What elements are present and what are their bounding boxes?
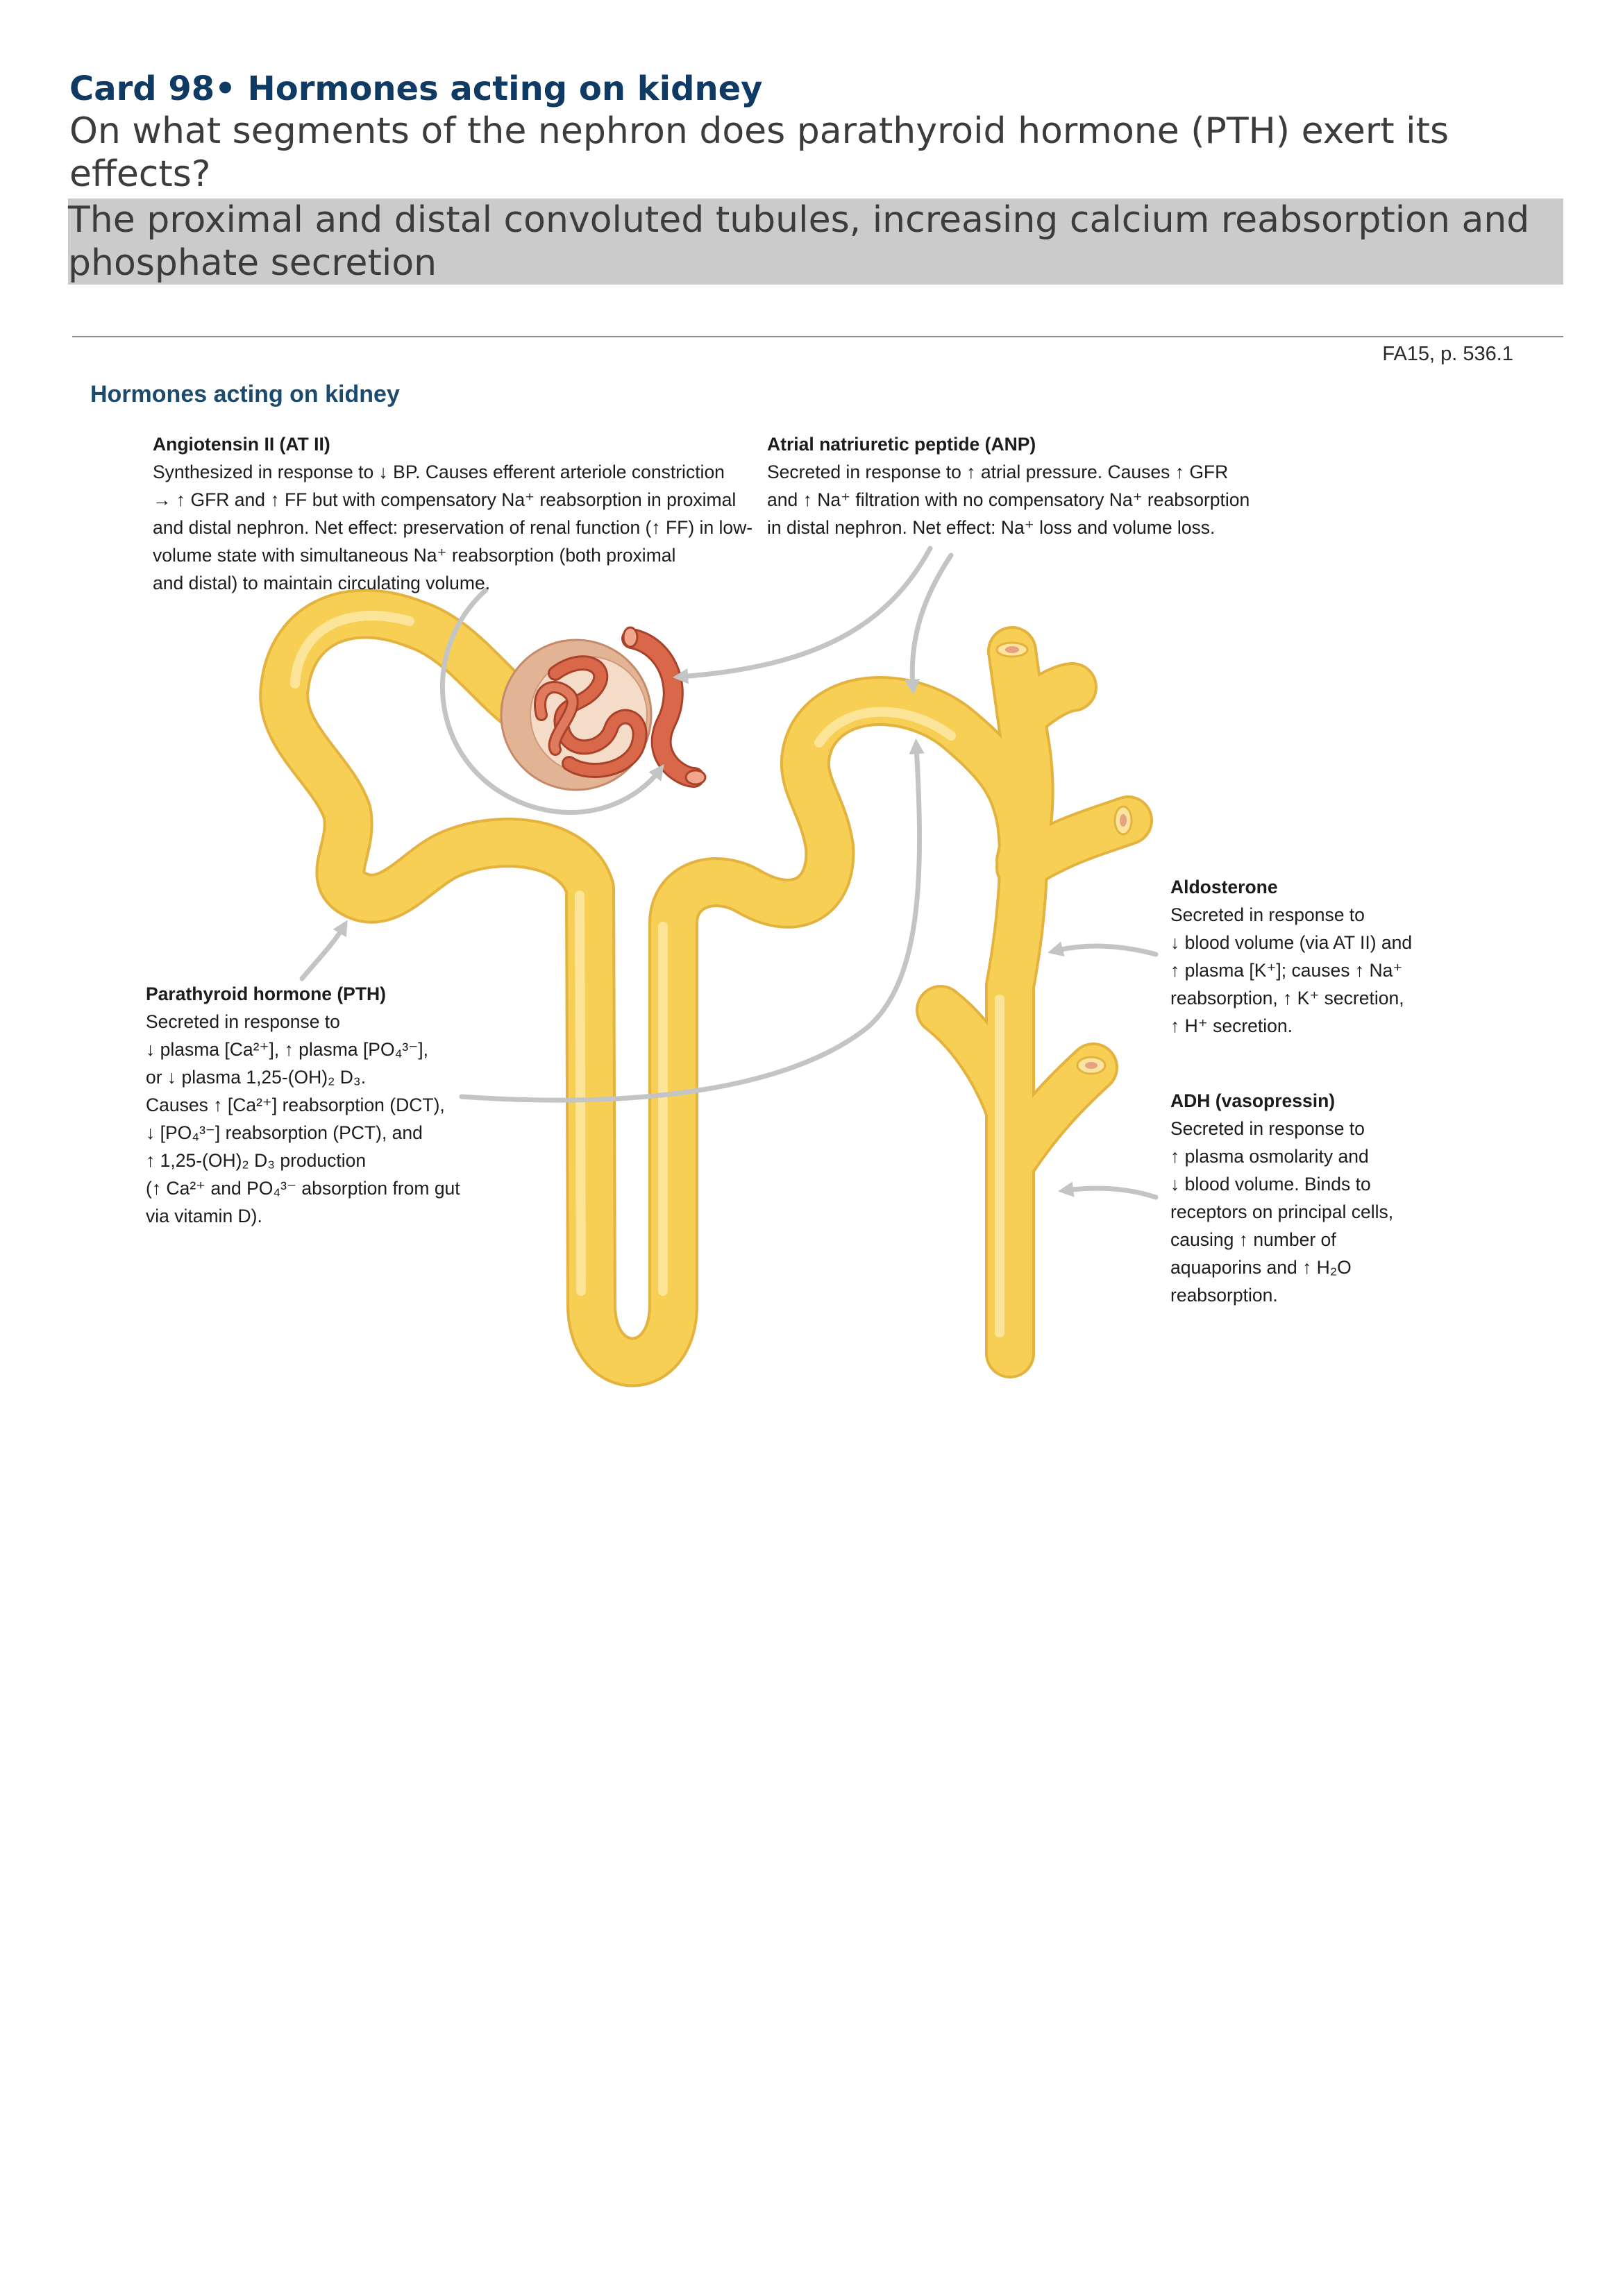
adh-line: reabsorption.	[1170, 1285, 1278, 1306]
figure-title: Hormones acting on kidney	[90, 381, 400, 407]
anp-arrow-glomerulus	[672, 546, 933, 684]
aldosterone-line: ↓ blood volume (via AT II) and	[1170, 932, 1413, 953]
card-title: Card 98• Hormones acting on kidney	[69, 69, 763, 108]
aldosterone-line: reabsorption, ↑ K⁺ secretion,	[1170, 988, 1404, 1008]
pth-line: via vitamin D).	[146, 1206, 262, 1226]
angiotensin-line: and distal) to maintain circulating volu…	[153, 573, 491, 593]
aldosterone-heading: Aldosterone	[1170, 877, 1278, 897]
aldosterone-arrow	[1048, 941, 1159, 957]
angiotensin-arrow	[440, 587, 664, 815]
question-text: On what segments of the nephron does par…	[69, 110, 1449, 195]
angiotensin-block: Angiotensin II (AT II) Synthesized in re…	[153, 430, 752, 597]
pth-line: (↑ Ca²⁺ and PO₄³⁻ absorption from gut	[146, 1178, 460, 1199]
pth-line: Secreted in response to	[146, 1011, 340, 1032]
anp-heading: Atrial natriuretic peptide (ANP)	[767, 434, 1036, 455]
divider	[72, 336, 1563, 337]
adh-line: causing ↑ number of	[1170, 1229, 1336, 1250]
anp-arrow-distal	[905, 552, 954, 695]
pth-line: ↑ 1,25-(OH)₂ D₃ production	[146, 1150, 367, 1171]
pth-block: Parathyroid hormone (PTH) Secreted in re…	[146, 980, 460, 1230]
adh-heading: ADH (vasopressin)	[1170, 1090, 1336, 1111]
anp-line: and ↑ Na⁺ filtration with no compensator…	[767, 489, 1250, 510]
pth-arrow-distal	[459, 738, 925, 1103]
adh-line: receptors on principal cells,	[1170, 1201, 1394, 1222]
adh-line: ↓ blood volume. Binds to	[1170, 1174, 1371, 1195]
adh-arrow	[1057, 1181, 1159, 1200]
pth-line: ↓ plasma [Ca²⁺], ↑ plasma [PO₄³⁻],	[146, 1039, 428, 1060]
source-reference: FA15, p. 536.1	[1382, 343, 1513, 365]
anp-line: in distal nephron. Net effect: Na⁺ loss …	[767, 517, 1216, 538]
adh-line: ↑ plasma osmolarity and	[1170, 1146, 1369, 1167]
aldosterone-line: ↑ plasma [K⁺]; causes ↑ Na⁺	[1170, 960, 1403, 981]
adh-block: ADH (vasopressin) Secreted in response t…	[1170, 1087, 1393, 1309]
pth-line: Causes ↑ [Ca²⁺] reabsorption (DCT),	[146, 1095, 445, 1115]
pth-line: ↓ [PO₄³⁻] reabsorption (PCT), and	[146, 1122, 423, 1143]
angiotensin-heading: Angiotensin II (AT II)	[153, 434, 330, 455]
adh-line: aquaporins and ↑ H₂O	[1170, 1257, 1352, 1278]
pth-line: or ↓ plasma 1,25-(OH)₂ D₃.	[146, 1067, 367, 1088]
pth-arrow-proximal	[299, 920, 348, 981]
pth-heading: Parathyroid hormone (PTH)	[146, 984, 387, 1004]
hormone-arrows	[299, 546, 1159, 1200]
angiotensin-line: volume state with simultaneous Na⁺ reabs…	[153, 545, 676, 566]
anp-block: Atrial natriuretic peptide (ANP) Secrete…	[767, 430, 1250, 541]
angiotensin-line: Synthesized in response to ↓ BP. Causes …	[153, 462, 725, 482]
aldosterone-line: Secreted in response to	[1170, 904, 1365, 925]
angiotensin-line: → ↑ GFR and ↑ FF but with compensatory N…	[153, 489, 737, 510]
answer-text: The proximal and distal convoluted tubul…	[68, 199, 1563, 285]
anp-line: Secreted in response to ↑ atrial pressur…	[767, 462, 1229, 482]
aldosterone-block: Aldosterone Secreted in response to ↓ bl…	[1170, 873, 1412, 1040]
adh-line: Secreted in response to	[1170, 1118, 1365, 1139]
nephron-tubule	[259, 589, 1153, 1387]
angiotensin-line: and distal nephron. Net effect: preserva…	[153, 517, 753, 538]
glomerulus	[500, 626, 707, 791]
aldosterone-line: ↑ H⁺ secretion.	[1170, 1015, 1293, 1036]
